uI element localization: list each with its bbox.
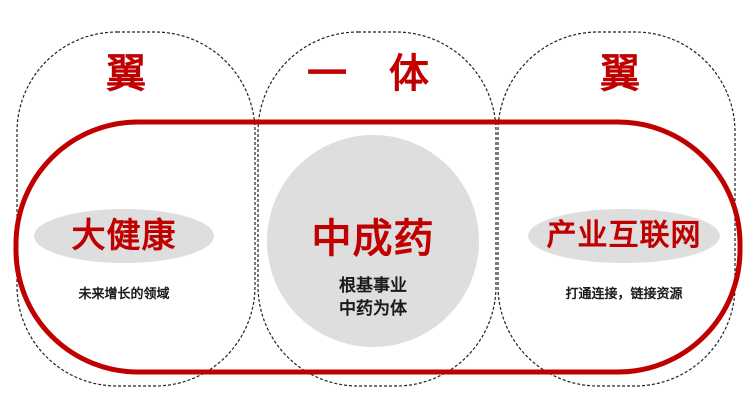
- red-integration-frame: [13, 119, 743, 375]
- big-health-subtitle: 未来增长的领域: [78, 287, 170, 302]
- industrial-internet-subtitle: 打通连接，链接资源: [565, 287, 683, 302]
- right-gray-ellipse: [528, 209, 720, 263]
- left-wing-dashed-capsule: [16, 31, 256, 387]
- big-health-label: 大健康: [71, 216, 177, 256]
- center-subtitle-line-1: 根基事业: [339, 276, 407, 296]
- left-gray-ellipse: [34, 209, 214, 263]
- left-wing-header: 翼: [106, 51, 146, 97]
- center-unity-header: 一 体: [307, 51, 443, 97]
- chinese-patent-medicine-label: 中成药: [311, 216, 435, 262]
- center-gray-circle: [267, 135, 479, 347]
- right-wing-header: 翼: [600, 51, 640, 97]
- center-dashed-capsule: [257, 31, 497, 387]
- center-subtitle-line-2: 中药为体: [339, 299, 407, 319]
- industrial-internet-label: 产业互联网: [546, 218, 702, 253]
